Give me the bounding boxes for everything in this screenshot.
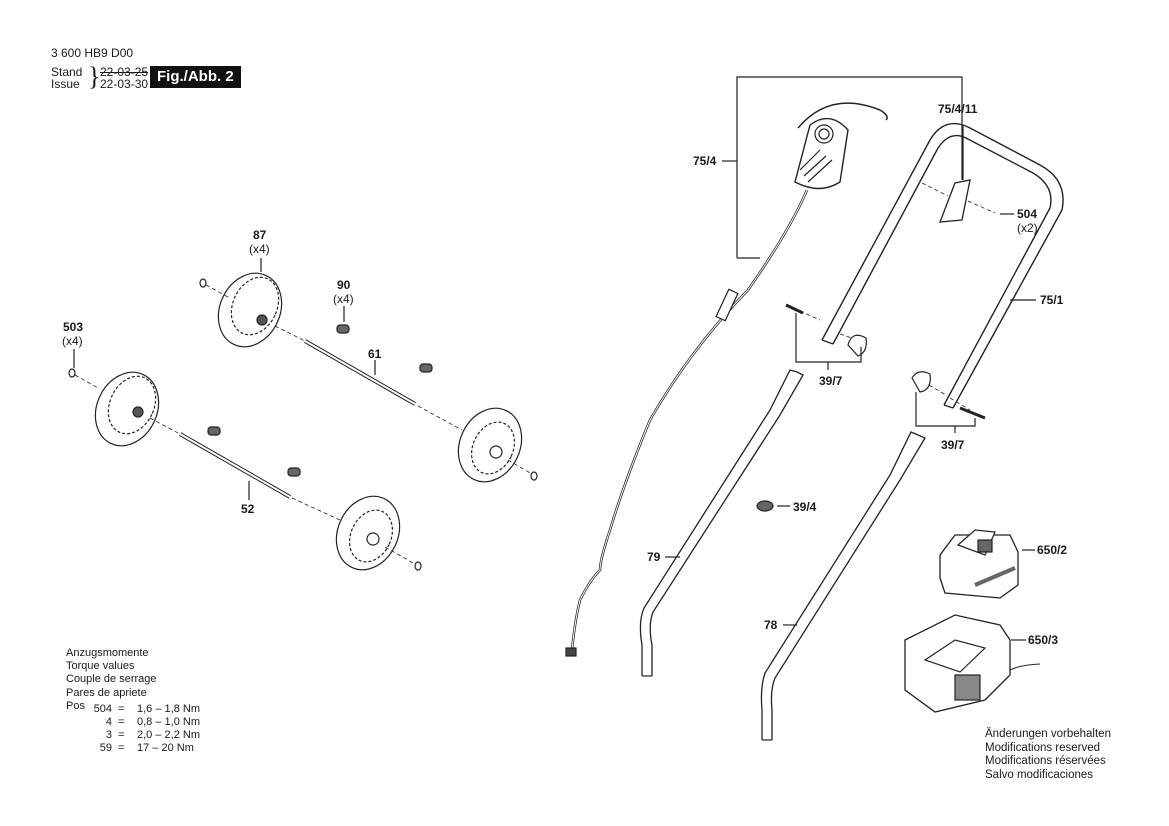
washer-503	[199, 278, 207, 288]
stand-label: Stand	[51, 65, 83, 79]
part-label-39-7-a: 39/7	[819, 374, 843, 388]
part-label-75-1: 75/1	[1040, 293, 1064, 307]
upper-handle-75-1	[821, 122, 1064, 409]
wheel-87-bottom	[335, 495, 401, 571]
washer-503	[68, 368, 76, 378]
knob-39-7	[911, 371, 931, 393]
torque-pos: 3	[105, 729, 112, 741]
part-qty-87: (x4)	[249, 242, 270, 256]
part-label-39-7-b: 39/7	[941, 438, 965, 452]
lower-handle-79	[639, 369, 804, 677]
cable	[570, 189, 809, 651]
clip-39-4	[756, 500, 774, 512]
torque-title-es: Pares de apriete	[66, 686, 147, 699]
torque-pos: 59	[99, 742, 112, 754]
wheel-87-top	[217, 272, 283, 348]
axle-52	[179, 432, 291, 499]
torque-eq: =	[118, 742, 125, 754]
torque-pos: 4	[105, 716, 112, 728]
wheel-87-left	[94, 371, 160, 447]
stand-date: 22-03-25	[100, 65, 149, 79]
torque-value: 2,0 – 2,2 Nm	[137, 729, 200, 741]
document-number: 3 600 HB9 D00	[51, 46, 134, 60]
torque-value: 0,8 – 1,0 Nm	[137, 716, 200, 728]
axle-61	[304, 339, 416, 406]
part-label-39-4: 39/4	[793, 500, 817, 514]
torque-eq: =	[118, 729, 125, 741]
wheel-87-right	[457, 407, 523, 483]
torque-value: 17 – 20 Nm	[137, 742, 194, 754]
part-label-87: 87	[253, 228, 267, 242]
washer-503	[530, 471, 538, 481]
cable-clip	[715, 288, 739, 322]
part-label-650-3: 650/3	[1028, 633, 1059, 647]
part-label-75-4-11: 75/4/11	[938, 102, 978, 116]
notice-es: Salvo modificaciones	[985, 768, 1094, 781]
cable-plug-icon	[565, 647, 577, 657]
torque-title-de: Anzugsmomente	[66, 647, 149, 659]
torque-pos: 504	[93, 703, 112, 715]
battery-650-2	[939, 529, 1019, 599]
notice-en: Modifications reserved	[985, 741, 1101, 754]
part-label-504: 504	[1017, 207, 1038, 221]
part-label-52: 52	[241, 502, 255, 516]
spring-90	[287, 467, 301, 477]
charger-650-3	[904, 614, 1041, 713]
spring-90	[336, 324, 350, 334]
brace-icon: }	[88, 62, 101, 91]
switch-box-75-4	[794, 102, 888, 190]
torque-title-fr: Couple de serrage	[66, 673, 157, 686]
part-qty-504: (x2)	[1017, 221, 1038, 235]
modifications-notice: Änderungen vorbehalten Modifications res…	[985, 728, 1111, 782]
part-qty-90: (x4)	[333, 292, 354, 306]
spring-90	[207, 426, 221, 436]
spring-90	[419, 363, 433, 373]
part-label-650-2: 650/2	[1037, 543, 1068, 557]
cable-holder-75-4-11	[939, 179, 971, 223]
part-label-61: 61	[368, 347, 382, 361]
part-qty-503: (x4)	[62, 334, 83, 348]
torque-title-en: Torque values	[66, 660, 135, 673]
part-label-79: 79	[647, 550, 661, 564]
issue-date: 22-03-30	[100, 77, 149, 91]
torque-eq: =	[118, 703, 125, 715]
knob-39-7	[847, 334, 867, 357]
part-label-75-4: 75/4	[693, 154, 717, 168]
torque-value: 1,6 – 1,8 Nm	[137, 703, 200, 715]
part-label-503: 503	[63, 320, 84, 334]
notice-fr: Modifications réservées	[985, 755, 1106, 767]
torque-eq: =	[118, 716, 125, 728]
notice-de: Änderungen vorbehalten	[985, 728, 1111, 740]
part-label-90: 90	[337, 278, 351, 292]
part-label-78: 78	[764, 618, 778, 632]
lower-handle-78	[760, 431, 926, 741]
figure-badge: Fig./Abb. 2	[150, 66, 241, 88]
issue-label: Issue	[51, 77, 80, 91]
torque-section: Anzugsmomente Torque values Couple de se…	[66, 647, 157, 700]
torque-pos-label: Pos	[66, 700, 85, 712]
washer-503	[414, 561, 422, 571]
